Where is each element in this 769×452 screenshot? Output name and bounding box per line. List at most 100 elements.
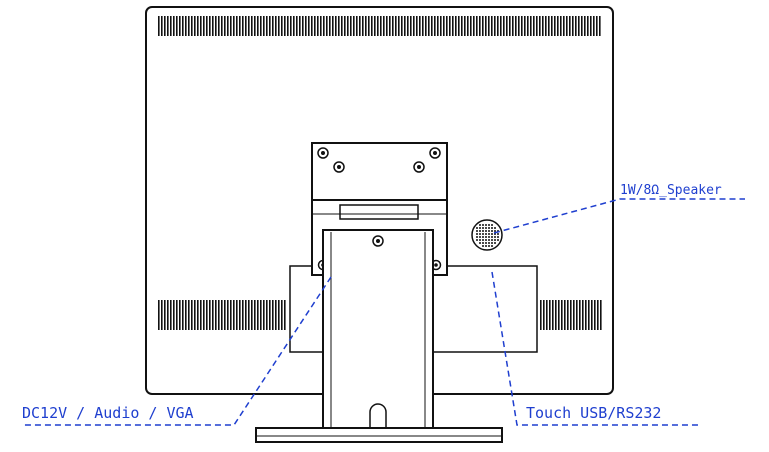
- vent-slot: [500, 16, 502, 36]
- vent-slot: [443, 16, 445, 36]
- vent-slot: [416, 16, 418, 36]
- vent-slot: [230, 16, 232, 36]
- vent-slot: [323, 16, 325, 36]
- vent-slot: [212, 16, 214, 36]
- vent-slot: [272, 16, 274, 36]
- vent-slot: [191, 300, 193, 330]
- speaker-hole: [491, 230, 493, 232]
- bottom-left-vent-grille: [158, 300, 286, 330]
- vent-slot: [428, 16, 430, 36]
- vent-slot: [470, 16, 472, 36]
- vent-slot: [575, 16, 577, 36]
- vent-slot: [284, 300, 286, 330]
- vent-slot: [434, 16, 436, 36]
- vent-slot: [227, 16, 229, 36]
- vent-slot: [440, 16, 442, 36]
- vent-slot: [311, 16, 313, 36]
- speaker-hole: [491, 233, 493, 235]
- vent-slot: [353, 16, 355, 36]
- speaker-hole: [488, 233, 490, 235]
- vent-slot: [558, 300, 560, 330]
- speaker-hole: [494, 242, 496, 244]
- vent-slot: [374, 16, 376, 36]
- vent-slot: [329, 16, 331, 36]
- speaker-callout-line: [493, 198, 745, 234]
- speaker-hole: [482, 239, 484, 241]
- vent-slot: [555, 300, 557, 330]
- speaker-hole: [482, 236, 484, 238]
- vent-slot: [527, 16, 529, 36]
- vent-slot: [251, 300, 253, 330]
- vent-slot: [320, 16, 322, 36]
- speaker-hole: [491, 227, 493, 229]
- speaker-hole: [479, 242, 481, 244]
- vent-slot: [278, 16, 280, 36]
- vent-slot: [272, 300, 274, 330]
- vent-slot: [455, 16, 457, 36]
- vent-slot: [585, 300, 587, 330]
- vent-slot: [461, 16, 463, 36]
- vent-slot: [167, 16, 169, 36]
- vent-slot: [569, 16, 571, 36]
- vent-slot: [518, 16, 520, 36]
- vent-slot: [590, 16, 592, 36]
- vent-slot: [566, 16, 568, 36]
- speaker-hole: [494, 230, 496, 232]
- hinge-bar: [339, 204, 419, 220]
- vent-slot: [437, 16, 439, 36]
- vent-slot: [473, 16, 475, 36]
- vent-slot: [284, 16, 286, 36]
- vent-slot: [206, 300, 208, 330]
- vent-slot: [359, 16, 361, 36]
- speaker-hole: [485, 245, 487, 247]
- speaker-hole: [491, 242, 493, 244]
- vent-slot: [512, 16, 514, 36]
- vent-slot: [548, 16, 550, 36]
- vent-slot: [515, 16, 517, 36]
- vent-slot: [254, 16, 256, 36]
- speaker-hole: [497, 239, 499, 241]
- vent-slot: [446, 16, 448, 36]
- speaker-hole: [491, 239, 493, 241]
- vent-slot: [485, 16, 487, 36]
- speaker-hole: [479, 224, 481, 226]
- vent-slot: [197, 16, 199, 36]
- speaker-hole: [488, 230, 490, 232]
- vent-slot: [482, 16, 484, 36]
- vesa-mount-plate: [311, 142, 448, 201]
- vent-slot: [593, 16, 595, 36]
- vent-slot: [591, 300, 593, 330]
- vent-slot: [239, 300, 241, 330]
- speaker-hole: [494, 227, 496, 229]
- vent-slot: [209, 16, 211, 36]
- vent-slot: [314, 16, 316, 36]
- speaker-hole: [485, 227, 487, 229]
- vent-slot: [203, 16, 205, 36]
- vent-slot: [383, 16, 385, 36]
- vent-slot: [260, 300, 262, 330]
- vent-slot: [170, 16, 172, 36]
- bottom-right-vent-grille: [540, 300, 602, 330]
- vent-slot: [188, 300, 190, 330]
- speaker-label: 1W/8Ω_Speaker: [620, 183, 722, 198]
- vent-slot: [431, 16, 433, 36]
- vent-slot: [221, 300, 223, 330]
- vent-slot: [176, 16, 178, 36]
- vent-slot: [594, 300, 596, 330]
- vent-slot: [242, 16, 244, 36]
- vent-slot: [419, 16, 421, 36]
- vent-slot: [257, 16, 259, 36]
- vent-slot: [389, 16, 391, 36]
- vent-slot: [332, 16, 334, 36]
- vent-slot: [179, 16, 181, 36]
- vent-slot: [251, 16, 253, 36]
- vent-slot: [218, 16, 220, 36]
- vent-slot: [221, 16, 223, 36]
- vent-slot: [521, 16, 523, 36]
- vent-slot: [567, 300, 569, 330]
- vent-slot: [269, 16, 271, 36]
- vent-slot: [317, 16, 319, 36]
- vent-slot: [224, 300, 226, 330]
- vent-slot: [584, 16, 586, 36]
- vent-slot: [290, 16, 292, 36]
